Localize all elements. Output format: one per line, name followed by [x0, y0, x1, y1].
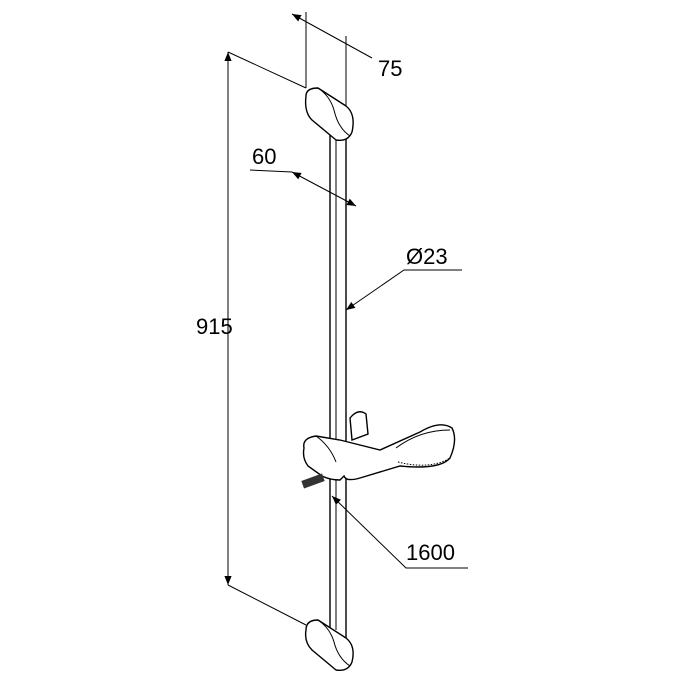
dimension-60: 60	[252, 144, 276, 169]
dimension-1600: 1600	[406, 540, 455, 565]
bottom-wall-bracket	[304, 619, 354, 672]
dimension-lines	[224, 12, 468, 626]
dimension-diameter: Ø23	[406, 244, 448, 269]
slider-and-handshower	[301, 411, 456, 489]
top-wall-bracket	[304, 87, 354, 142]
rail-bar	[329, 109, 347, 641]
dimension-915: 915	[196, 314, 233, 339]
dimension-75: 75	[378, 56, 402, 81]
